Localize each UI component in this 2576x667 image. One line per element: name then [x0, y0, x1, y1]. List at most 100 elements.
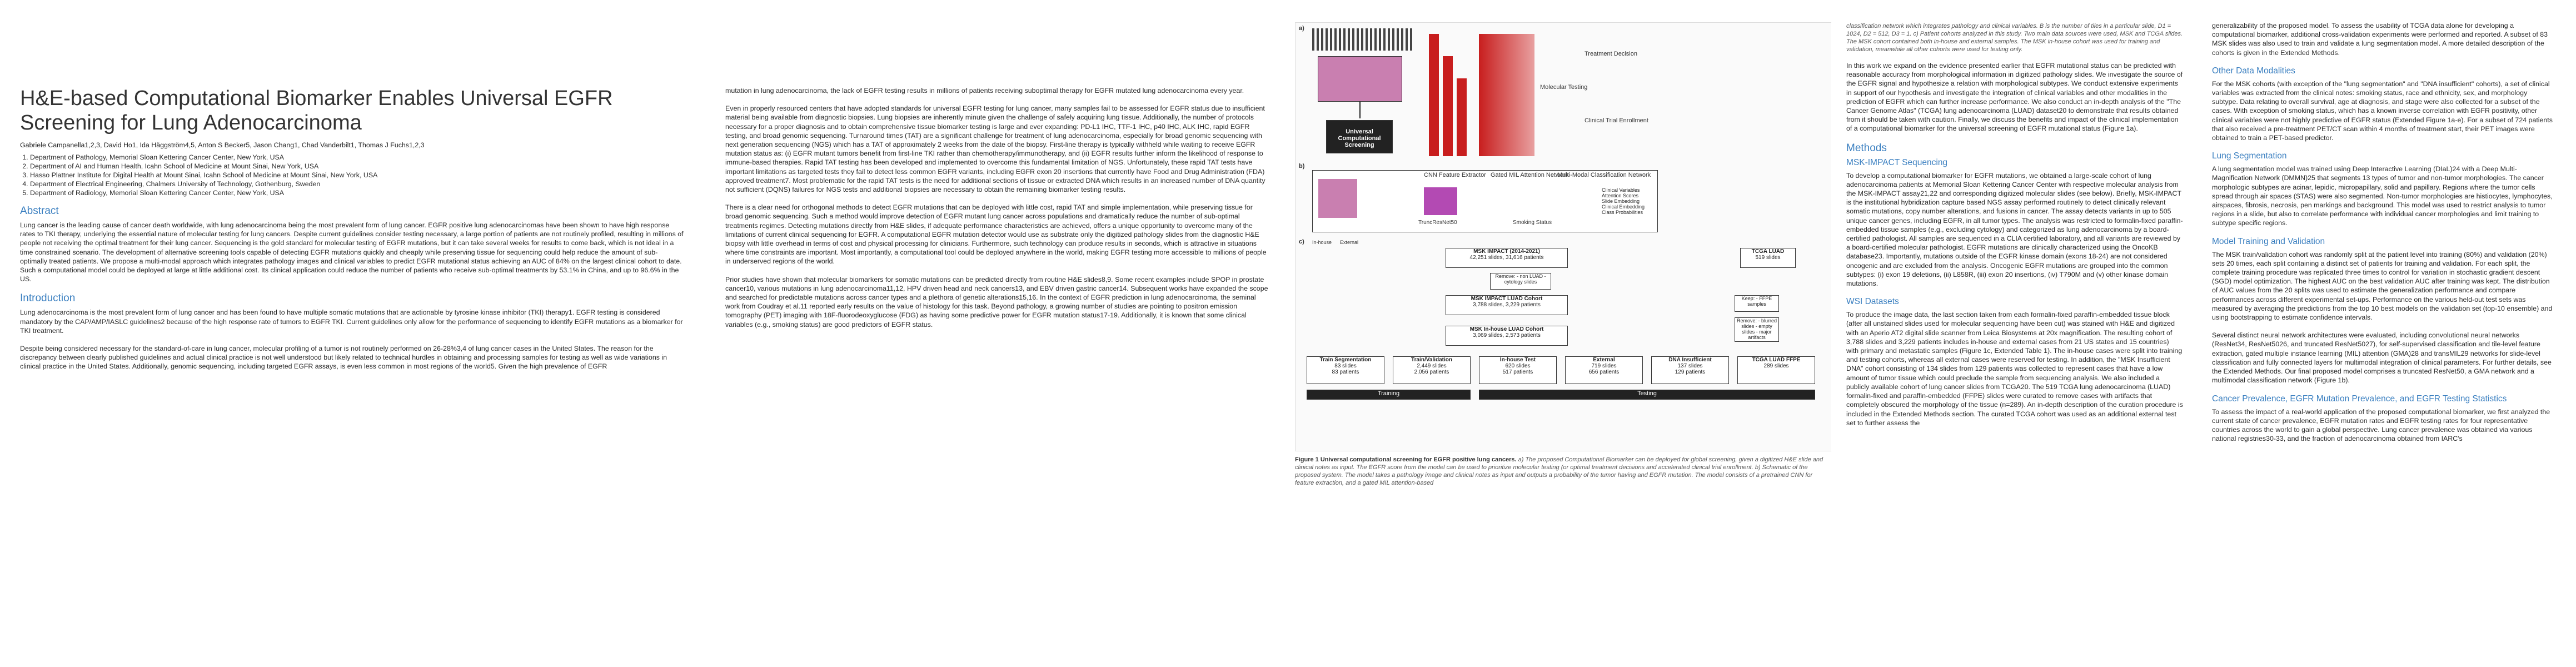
inhouse-cohort-title: MSK In-house LUAD Cohort: [1469, 326, 1544, 332]
panel-label-a: a): [1299, 25, 1304, 32]
cohort-name: External: [1593, 357, 1615, 363]
population-icon: [1312, 28, 1412, 51]
body-paragraph: Several distinct neural network architec…: [2212, 331, 2552, 385]
remove2-box: Remove: - blurred slides - empty slides …: [1735, 317, 1779, 342]
other-modalities-heading: Other Data Modalities: [2212, 66, 2295, 76]
intro-paragraph: Despite being considered necessary for t…: [20, 345, 667, 371]
msk-impact-title: MSK IMPACT (2014-2021): [1473, 248, 1540, 255]
body-paragraph: generalizability of the proposed model. …: [2212, 22, 2548, 57]
introduction-heading: Introduction: [20, 292, 76, 305]
abstract-text: Lung cancer is the leading cause of canc…: [20, 221, 684, 283]
intro-paragraph: Lung adenocarcinoma is the most prevalen…: [20, 308, 683, 335]
figure-1: a) Universal Computational Screening Mol…: [1295, 22, 1831, 451]
body-paragraph: In this work we expand on the evidence p…: [1846, 62, 2183, 133]
testing-bar: Testing: [1479, 390, 1815, 400]
tcga-title: TCGA LUAD: [1751, 248, 1785, 255]
paper-title: H&E-based Computational Biomarker Enable…: [20, 87, 613, 135]
figure-column: a) Universal Computational Screening Mol…: [1284, 0, 1831, 667]
body-paragraph: The MSK train/validation cohort was rand…: [2212, 250, 2553, 322]
tcga-count: 519 slides: [1755, 255, 1781, 261]
tcga-box: TCGA LUAD 519 slides: [1740, 248, 1796, 268]
cohort-slides: 83 slides: [1334, 363, 1357, 369]
column-4: classification network which integrates …: [1834, 0, 2195, 667]
affiliation-list: Department of Pathology, Memorial Sloan …: [30, 153, 685, 197]
cohort-patients: 517 patients: [1502, 369, 1533, 375]
screening-box: Universal Computational Screening: [1326, 120, 1393, 153]
multimodal-label: Multi-Modal Classification Network: [1557, 172, 1651, 178]
caption-heading: Figure 1 Universal computational screeni…: [1295, 456, 1517, 463]
cohort-patients: 129 patients: [1675, 369, 1706, 375]
affiliation: Hasso Plattner Institute for Digital Hea…: [30, 171, 685, 180]
body-paragraph: There is a clear need for orthogonal met…: [725, 203, 1267, 266]
tile-grid: [1318, 179, 1357, 218]
red-bar: [1443, 56, 1453, 156]
cohort-slides: 620 slides: [1505, 363, 1531, 369]
legend-item: Clinical Embedding: [1602, 204, 1645, 210]
msk-impact-heading: MSK-IMPACT Sequencing: [1846, 157, 1948, 167]
affiliation: Department of AI and Human Health, Icahn…: [30, 162, 685, 171]
body-paragraph: A lung segmentation model was trained us…: [2212, 165, 2553, 227]
gated-label: Gated MIL Attention Network: [1491, 172, 1569, 178]
trial-label: Clinical Trial Enrollment: [1585, 117, 1648, 124]
cohort-patients: 656 patients: [1588, 369, 1620, 375]
panel-label-b: b): [1299, 163, 1305, 170]
inhouse-cohort-box: MSK In-house LUAD Cohort 3,069 slides, 2…: [1446, 326, 1568, 346]
cohort-name: In-house Test: [1499, 357, 1536, 363]
affiliation: Department of Radiology, Memorial Sloan …: [30, 188, 685, 197]
cohort-name: TCGA LUAD FFPE: [1752, 357, 1801, 363]
legend-item: Attention Scores: [1602, 193, 1639, 198]
affiliation: Department of Pathology, Memorial Sloan …: [30, 153, 685, 162]
affiliation: Department of Electrical Engineering, Ch…: [30, 180, 685, 188]
body-paragraph: To produce the image data, the last sect…: [1846, 311, 2183, 427]
body-paragraph: For the MSK cohorts (with exception of t…: [2212, 79, 2553, 142]
down-arrow: [1359, 102, 1361, 118]
inhouse-cohort-count: 3,069 slides, 2,573 patients: [1473, 332, 1541, 339]
trunc-label: TruncResNet50: [1418, 220, 1457, 226]
body-paragraph: mutation in lung adenocarcinoma, the lac…: [725, 87, 1244, 94]
caption-text: a) The proposed Computational Biomarker …: [1295, 456, 1823, 486]
prioritization-gradient: [1479, 34, 1534, 156]
body-paragraph: To develop a computational biomarker for…: [1846, 171, 2183, 288]
prevalence-heading: Cancer Prevalence, EGFR Mutation Prevale…: [2212, 394, 2507, 404]
slide-image: [1318, 56, 1402, 102]
cohort-name: Train/Validation: [1411, 357, 1452, 363]
model-schematic: CNN Feature Extractor Gated MIL Attentio…: [1312, 170, 1658, 232]
figure-caption: Figure 1 Universal computational screeni…: [1295, 456, 1826, 487]
keep-box: Keep: - FFPE samples: [1735, 295, 1779, 312]
training-bar: Training: [1307, 390, 1471, 400]
cohort-name: DNA Insufficient: [1668, 357, 1712, 363]
msk-impact-box: MSK IMPACT (2014-2021) 42,251 slides, 31…: [1446, 248, 1568, 268]
molecular-testing-label: Molecular Testing: [1540, 84, 1588, 91]
smoking-label: Smoking Status: [1513, 220, 1552, 226]
red-bar: [1457, 78, 1467, 156]
luad-cohort-box: MSK IMPACT LUAD Cohort 3,788 slides, 3,2…: [1446, 295, 1568, 315]
column-2: mutation in lung adenocarcinoma, the lac…: [709, 0, 1287, 667]
feature-block: [1424, 187, 1457, 215]
column-5: generalizability of the proposed model. …: [2201, 0, 2576, 667]
cohort-slides: 289 slides: [1763, 363, 1789, 369]
caption-continued: classification network which integrates …: [1846, 23, 2183, 53]
author-list: Gabriele Campanella1,2,3, David Ho1, Ida…: [20, 141, 425, 149]
luad-cohort-count: 3,788 slides, 3,229 patients: [1473, 302, 1541, 308]
wsi-heading: WSI Datasets: [1846, 297, 1899, 307]
cohort-slides: 2,449 slides: [1417, 363, 1447, 369]
red-bar: [1429, 34, 1439, 156]
body-paragraph: To assess the impact of a real-world app…: [2212, 407, 2550, 443]
lung-seg-heading: Lung Segmentation: [2212, 151, 2287, 161]
cohort-patients: 83 patients: [1332, 369, 1359, 375]
luad-cohort-title: MSK IMPACT LUAD Cohort: [1471, 296, 1543, 302]
body-paragraph: Prior studies have shown that molecular …: [725, 275, 1268, 328]
msk-impact-count: 42,251 slides, 31,616 patients: [1469, 255, 1544, 261]
cohort-slides: 719 slides: [1591, 363, 1617, 369]
panel-label-c: c): [1299, 238, 1304, 245]
cohort-slides: 137 slides: [1677, 363, 1703, 369]
training-heading: Model Training and Validation: [2212, 236, 2325, 246]
cohort-name: Train Segmentation: [1319, 357, 1372, 363]
